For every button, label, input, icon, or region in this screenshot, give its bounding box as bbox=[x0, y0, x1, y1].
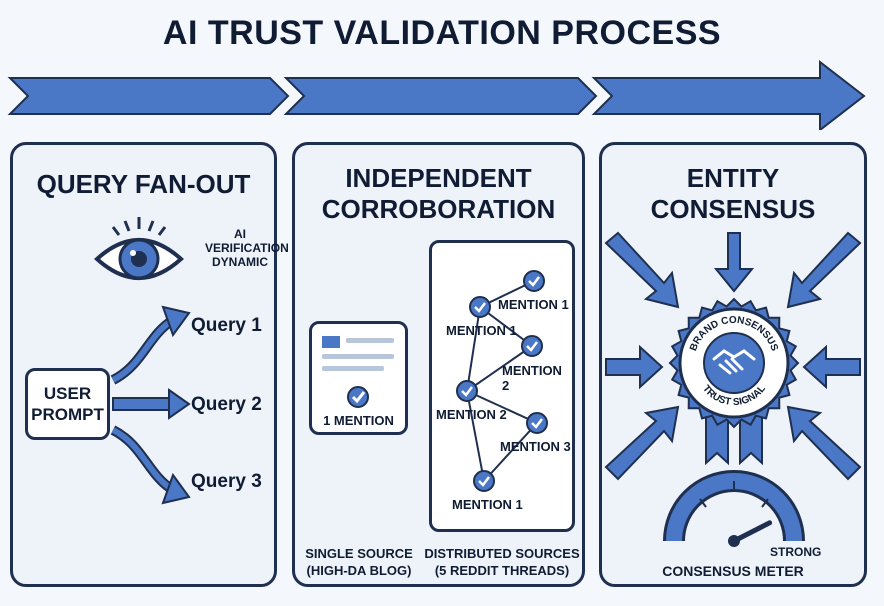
inbound-arrow bbox=[786, 231, 862, 309]
process-arrow-2 bbox=[283, 77, 598, 115]
distributed-sources-caption: DISTRIBUTED SOURCES (5 REDDIT THREADS) bbox=[423, 545, 581, 579]
mention-label: MENTION 1 bbox=[498, 297, 569, 312]
meter-label: STRONG bbox=[770, 545, 822, 559]
query-fanout-panel: QUERY FAN-OUT AI VERIFICATION DYNAMIC US… bbox=[10, 142, 289, 587]
inbound-arrow bbox=[786, 405, 862, 481]
panel-title-line: CORROBORATION bbox=[321, 194, 556, 224]
caption-line: DISTRIBUTED SOURCES bbox=[424, 546, 580, 561]
single-source-label: 1 MENTION bbox=[323, 413, 394, 428]
inbound-arrow bbox=[604, 231, 680, 309]
document-icon bbox=[322, 336, 394, 408]
handshake-icon bbox=[712, 349, 756, 375]
mention-node bbox=[523, 270, 545, 292]
eye-caption: AI VERIFICATION DYNAMIC bbox=[205, 227, 289, 269]
inbound-arrow bbox=[713, 232, 755, 293]
corroboration-panel: INDEPENDENT CORROBORATION 1 MENTION bbox=[292, 142, 585, 587]
process-arrow-band bbox=[7, 59, 866, 130]
panel-title: INDEPENDENT CORROBORATION bbox=[295, 163, 582, 225]
caption-line: (5 REDDIT THREADS) bbox=[434, 563, 570, 578]
panel-title-line: CONSENSUS bbox=[650, 194, 816, 224]
mention-node bbox=[469, 296, 491, 318]
single-source-card: 1 MENTION bbox=[309, 321, 408, 435]
mention-node bbox=[456, 380, 478, 402]
page-title: AI TRUST VALIDATION PROCESS bbox=[162, 14, 722, 52]
user-prompt-box: USER PROMPT bbox=[25, 368, 110, 440]
mention-network bbox=[456, 270, 548, 492]
eye-caption-line: AI bbox=[234, 227, 246, 241]
inbound-arrow bbox=[802, 344, 861, 390]
mention-label: MENTION 1 bbox=[452, 497, 523, 512]
query-label: Query 3 bbox=[191, 471, 262, 492]
process-arrow-1 bbox=[7, 77, 290, 115]
mention-node bbox=[526, 412, 548, 434]
caption-line: SINGLE SOURCE bbox=[305, 546, 413, 561]
query-label: Query 1 bbox=[191, 315, 262, 336]
fanout-arrows bbox=[110, 305, 191, 505]
meter-needle bbox=[731, 520, 773, 544]
mention-label: MENTION 2 bbox=[502, 363, 562, 393]
mention-node bbox=[473, 470, 495, 492]
eye-icon bbox=[94, 217, 184, 280]
user-prompt-line: PROMPT bbox=[31, 405, 104, 424]
consensus-diagram: BRAND CONSENSUS TRUST SIGNAL bbox=[604, 231, 862, 547]
inbound-arrow bbox=[605, 344, 664, 390]
entity-consensus-panel: ENTITY CONSENSUS bbox=[599, 142, 867, 587]
mention-label: MENTION 3 bbox=[500, 439, 571, 454]
consensus-meter bbox=[663, 470, 805, 547]
panel-title: QUERY FAN-OUT bbox=[36, 169, 251, 199]
distributed-sources-card: MENTION 1 MENTION 1 MENTION 2 MENTION 2 … bbox=[429, 240, 575, 532]
panel-title: ENTITY CONSENSUS bbox=[602, 163, 864, 225]
user-prompt-line: USER bbox=[43, 384, 92, 403]
single-source-caption: SINGLE SOURCE (HIGH-DA BLOG) bbox=[303, 545, 415, 579]
caption-line: (HIGH-DA BLOG) bbox=[306, 563, 412, 578]
panel-title-line: INDEPENDENT bbox=[345, 163, 532, 193]
mention-label: MENTION 1 bbox=[446, 323, 517, 338]
meter-caption: CONSENSUS METER bbox=[662, 563, 804, 579]
eye-caption-line: VERIFICATION bbox=[205, 241, 289, 255]
mention-node bbox=[521, 335, 543, 357]
process-arrow-3 bbox=[591, 59, 866, 130]
query-label: Query 2 bbox=[191, 394, 262, 415]
eye-caption-line: DYNAMIC bbox=[212, 255, 268, 269]
badge-seal bbox=[668, 297, 800, 429]
inbound-arrow bbox=[604, 405, 680, 481]
panel-title-line: ENTITY bbox=[686, 163, 780, 193]
mention-label: MENTION 2 bbox=[436, 407, 507, 422]
